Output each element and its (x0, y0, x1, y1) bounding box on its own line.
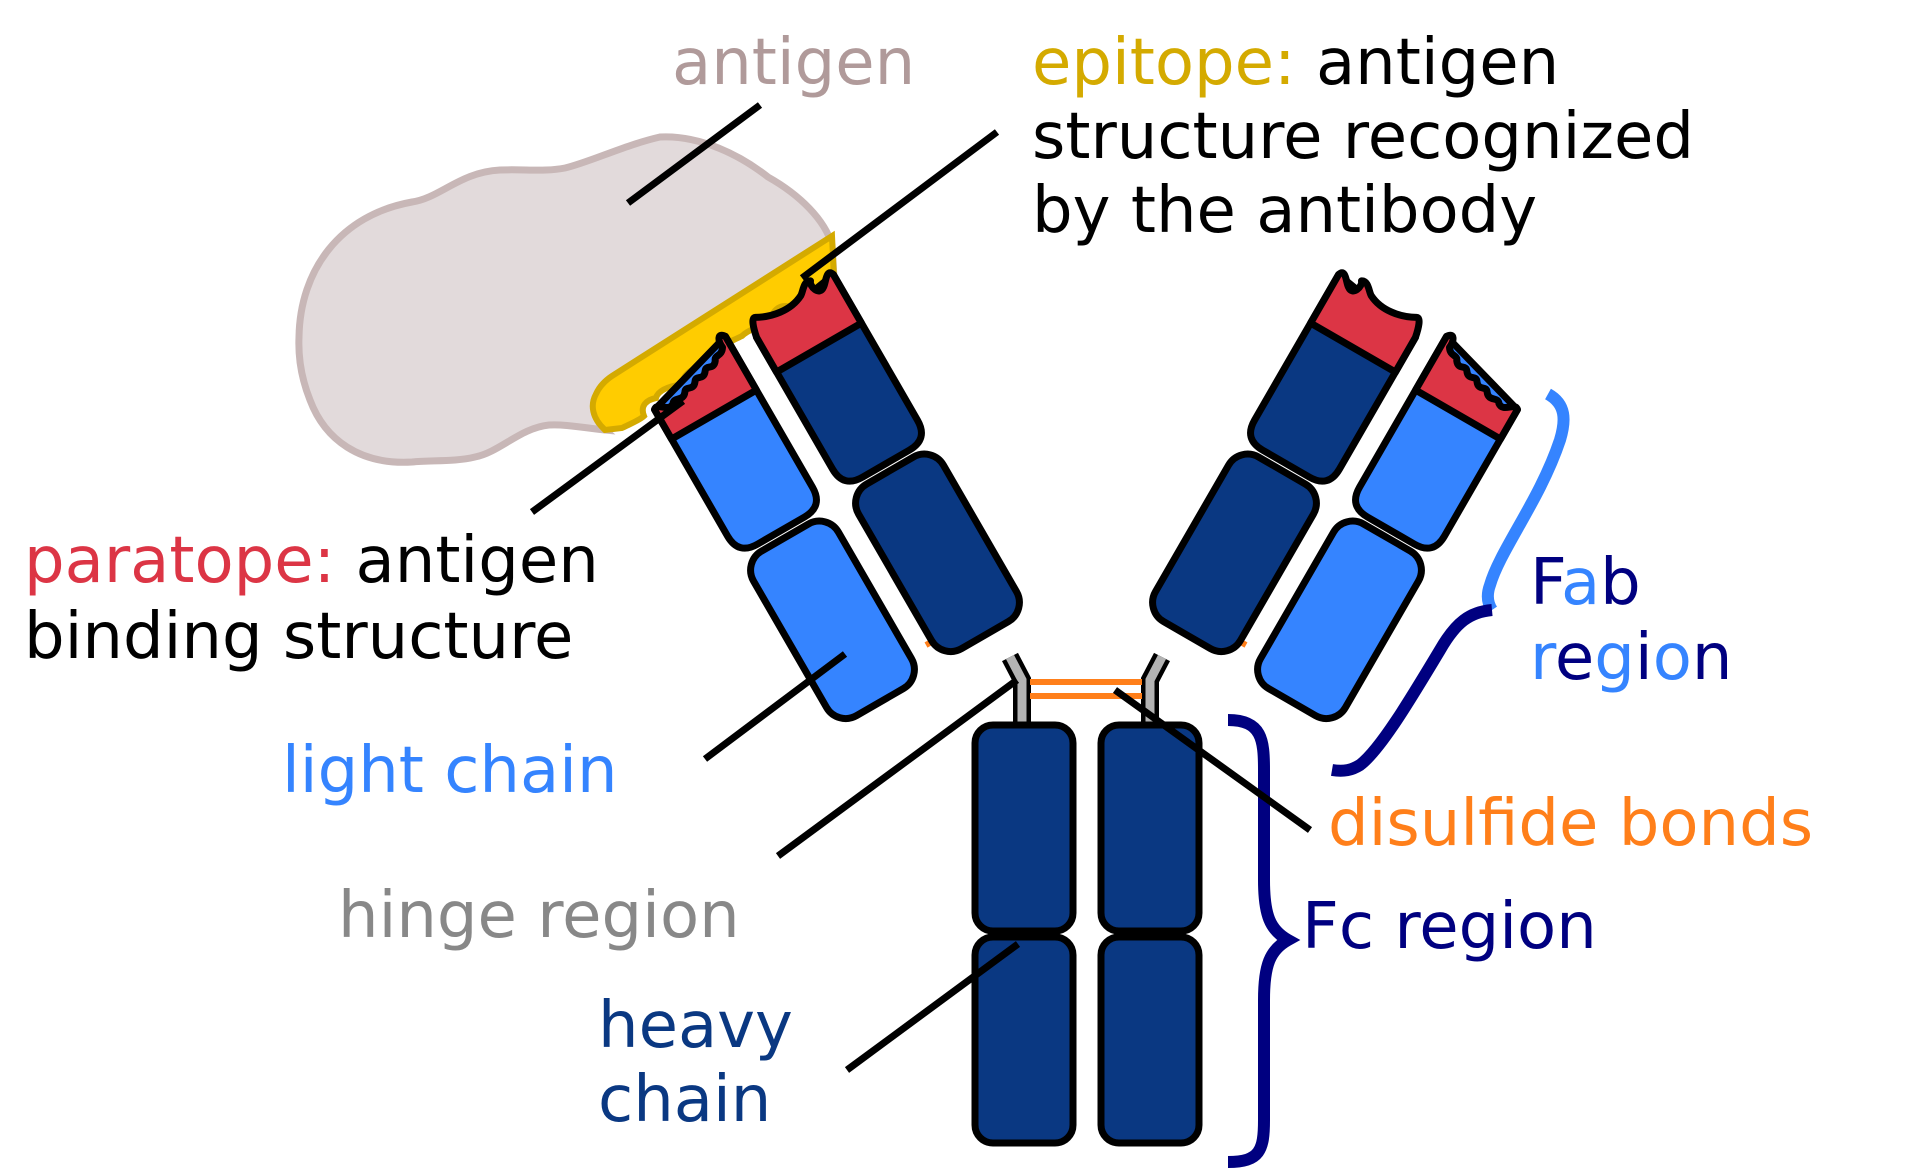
label-antigen: antigen (672, 26, 915, 100)
pointer-antigen (625, 102, 763, 206)
pointer-paratope (529, 398, 686, 515)
heavy-chain-ch3-left (971, 933, 1077, 1147)
heavy-chain-ch2-left (971, 721, 1077, 935)
paratope-light (651, 331, 760, 443)
fab-letter: F (1530, 546, 1564, 620)
fab-letter: n (1692, 621, 1733, 695)
label-fab-region-line1: Fab (1530, 546, 1641, 620)
fab-brace-upper (1481, 388, 1570, 614)
label-fab-region-line2: region (1530, 621, 1732, 695)
hinge-region (1002, 652, 1170, 724)
label-heavy-chain-line2: chain (598, 1063, 771, 1137)
paratope-term: paratope: (24, 524, 335, 598)
pointer-lines (529, 102, 1313, 1073)
pointer-hinge (775, 677, 1020, 859)
fab-letter: b (1600, 546, 1641, 620)
fab-letter: r (1530, 621, 1557, 695)
label-light-chain: light chain (282, 734, 618, 808)
light-chain-constant-domain (1254, 517, 1425, 723)
heavy-chain-ch1-domain (1149, 450, 1320, 656)
label-fc-region: Fc region (1302, 890, 1597, 964)
fab-arm-left (651, 269, 1023, 723)
fab-arm-right (1149, 269, 1521, 723)
epitope-desc-1: antigen (1296, 26, 1560, 100)
fab-letter: o (1653, 621, 1692, 695)
fab-brace-lower (1331, 604, 1493, 777)
heavy-chain-ch3-right (1097, 933, 1203, 1147)
heavy-chain-ch1-domain (852, 450, 1023, 656)
paratope-light (1412, 331, 1521, 443)
fab-letter: a (1561, 546, 1600, 620)
pointer-epitope (799, 129, 1000, 281)
light-chain-constant-domain (747, 517, 918, 723)
label-epitope-line3: by the antibody (1032, 174, 1537, 248)
paratope-heavy (749, 269, 865, 376)
pointer-disulfide (1112, 687, 1313, 833)
hinge-left-core (1006, 654, 1027, 724)
fab-letter: g (1594, 621, 1635, 695)
epitope-term: epitope: (1032, 26, 1296, 100)
fab-letter: e (1555, 621, 1594, 695)
fc-region (971, 721, 1203, 1147)
label-hinge-region: hinge region (338, 879, 740, 953)
label-epitope-line2: structure recognized (1032, 100, 1694, 174)
heavy-chain-ch2-right (1097, 721, 1203, 935)
pointer-heavy-chain (844, 941, 1021, 1073)
label-epitope: epitope: antigen (1032, 26, 1559, 100)
fab-letter: i (1635, 621, 1653, 695)
label-heavy-chain-line1: heavy (598, 989, 793, 1063)
fc-brace-path (1227, 714, 1301, 1168)
fc-brace (1227, 714, 1301, 1168)
paratope-heavy (1307, 269, 1423, 376)
fab-brace (1331, 388, 1570, 777)
label-disulfide-bonds: disulfide bonds (1328, 787, 1813, 861)
pointer-light-chain (702, 651, 848, 762)
paratope-desc-1: antigen (335, 524, 599, 598)
label-paratope: paratope: antigen (24, 524, 599, 598)
hinge-right-core (1145, 654, 1166, 724)
label-paratope-line2: binding structure (24, 600, 573, 674)
